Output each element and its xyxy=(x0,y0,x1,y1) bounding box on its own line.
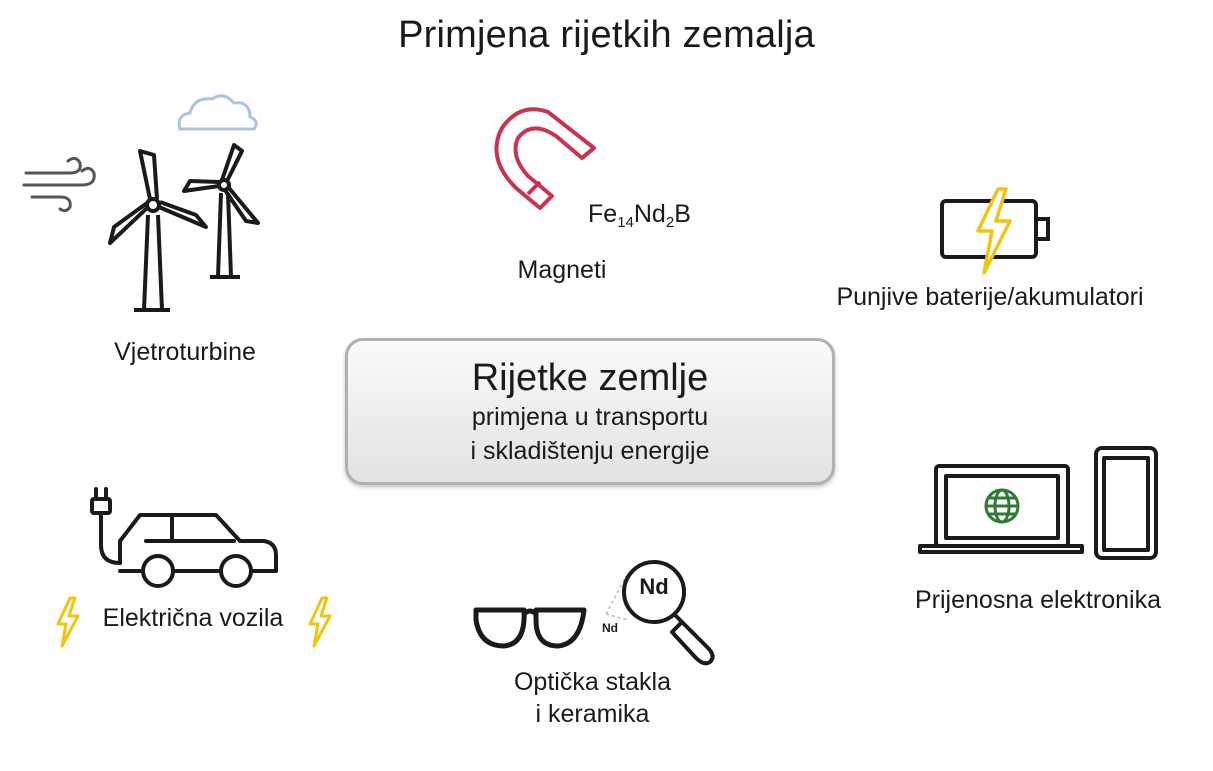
wind-label: Vjetroturbine xyxy=(114,338,256,366)
page-title: Primjena rijetkih zemalja xyxy=(398,14,815,56)
battery-icon xyxy=(940,187,1050,275)
wind-turbine-icon xyxy=(22,94,260,312)
center-box: Rijetke zemlje primjena u transportu i s… xyxy=(345,338,835,485)
magnifier-icon xyxy=(605,560,715,666)
formula-b: B xyxy=(674,200,691,228)
vehicles-label-row: Električna vozila xyxy=(52,596,342,648)
laptop-phone-icon xyxy=(918,446,1158,560)
magnets-label: Magneti xyxy=(517,256,607,284)
vehicles-label: Električna vozila xyxy=(102,604,284,632)
formula-text: Fe14Nd2B xyxy=(588,200,691,231)
globe-icon xyxy=(984,488,1020,524)
glasses-icon xyxy=(473,607,587,649)
electric-car-icon xyxy=(90,487,278,588)
center-line-1: primjena u transportu xyxy=(471,403,709,431)
cloud-icon xyxy=(177,94,258,131)
center-line-2: i skladištenju energije xyxy=(470,437,710,465)
nd-large-text: Nd xyxy=(639,574,669,599)
formula-nd: Nd xyxy=(633,200,666,228)
optics-label-line-2: i keramika xyxy=(535,700,650,728)
batteries-label: Punjive baterije/akumulatori xyxy=(836,283,1144,311)
lightning-icon xyxy=(976,187,1012,275)
lightning-icon xyxy=(56,596,80,648)
formula-fe: Fe xyxy=(588,200,618,228)
optics-label-line-1: Optička stakla xyxy=(513,668,671,696)
electronics-label: Prijenosna elektronika xyxy=(915,586,1161,614)
wind-gust-icon xyxy=(22,156,96,213)
nd-small-text: Nd xyxy=(602,621,618,635)
formula-fe-sub: 14 xyxy=(617,214,634,231)
horseshoe-magnet-icon xyxy=(494,107,596,210)
formula-nd-sub: 2 xyxy=(665,214,675,231)
lightning-icon xyxy=(308,596,332,648)
center-title: Rijetke zemlje xyxy=(471,357,709,399)
